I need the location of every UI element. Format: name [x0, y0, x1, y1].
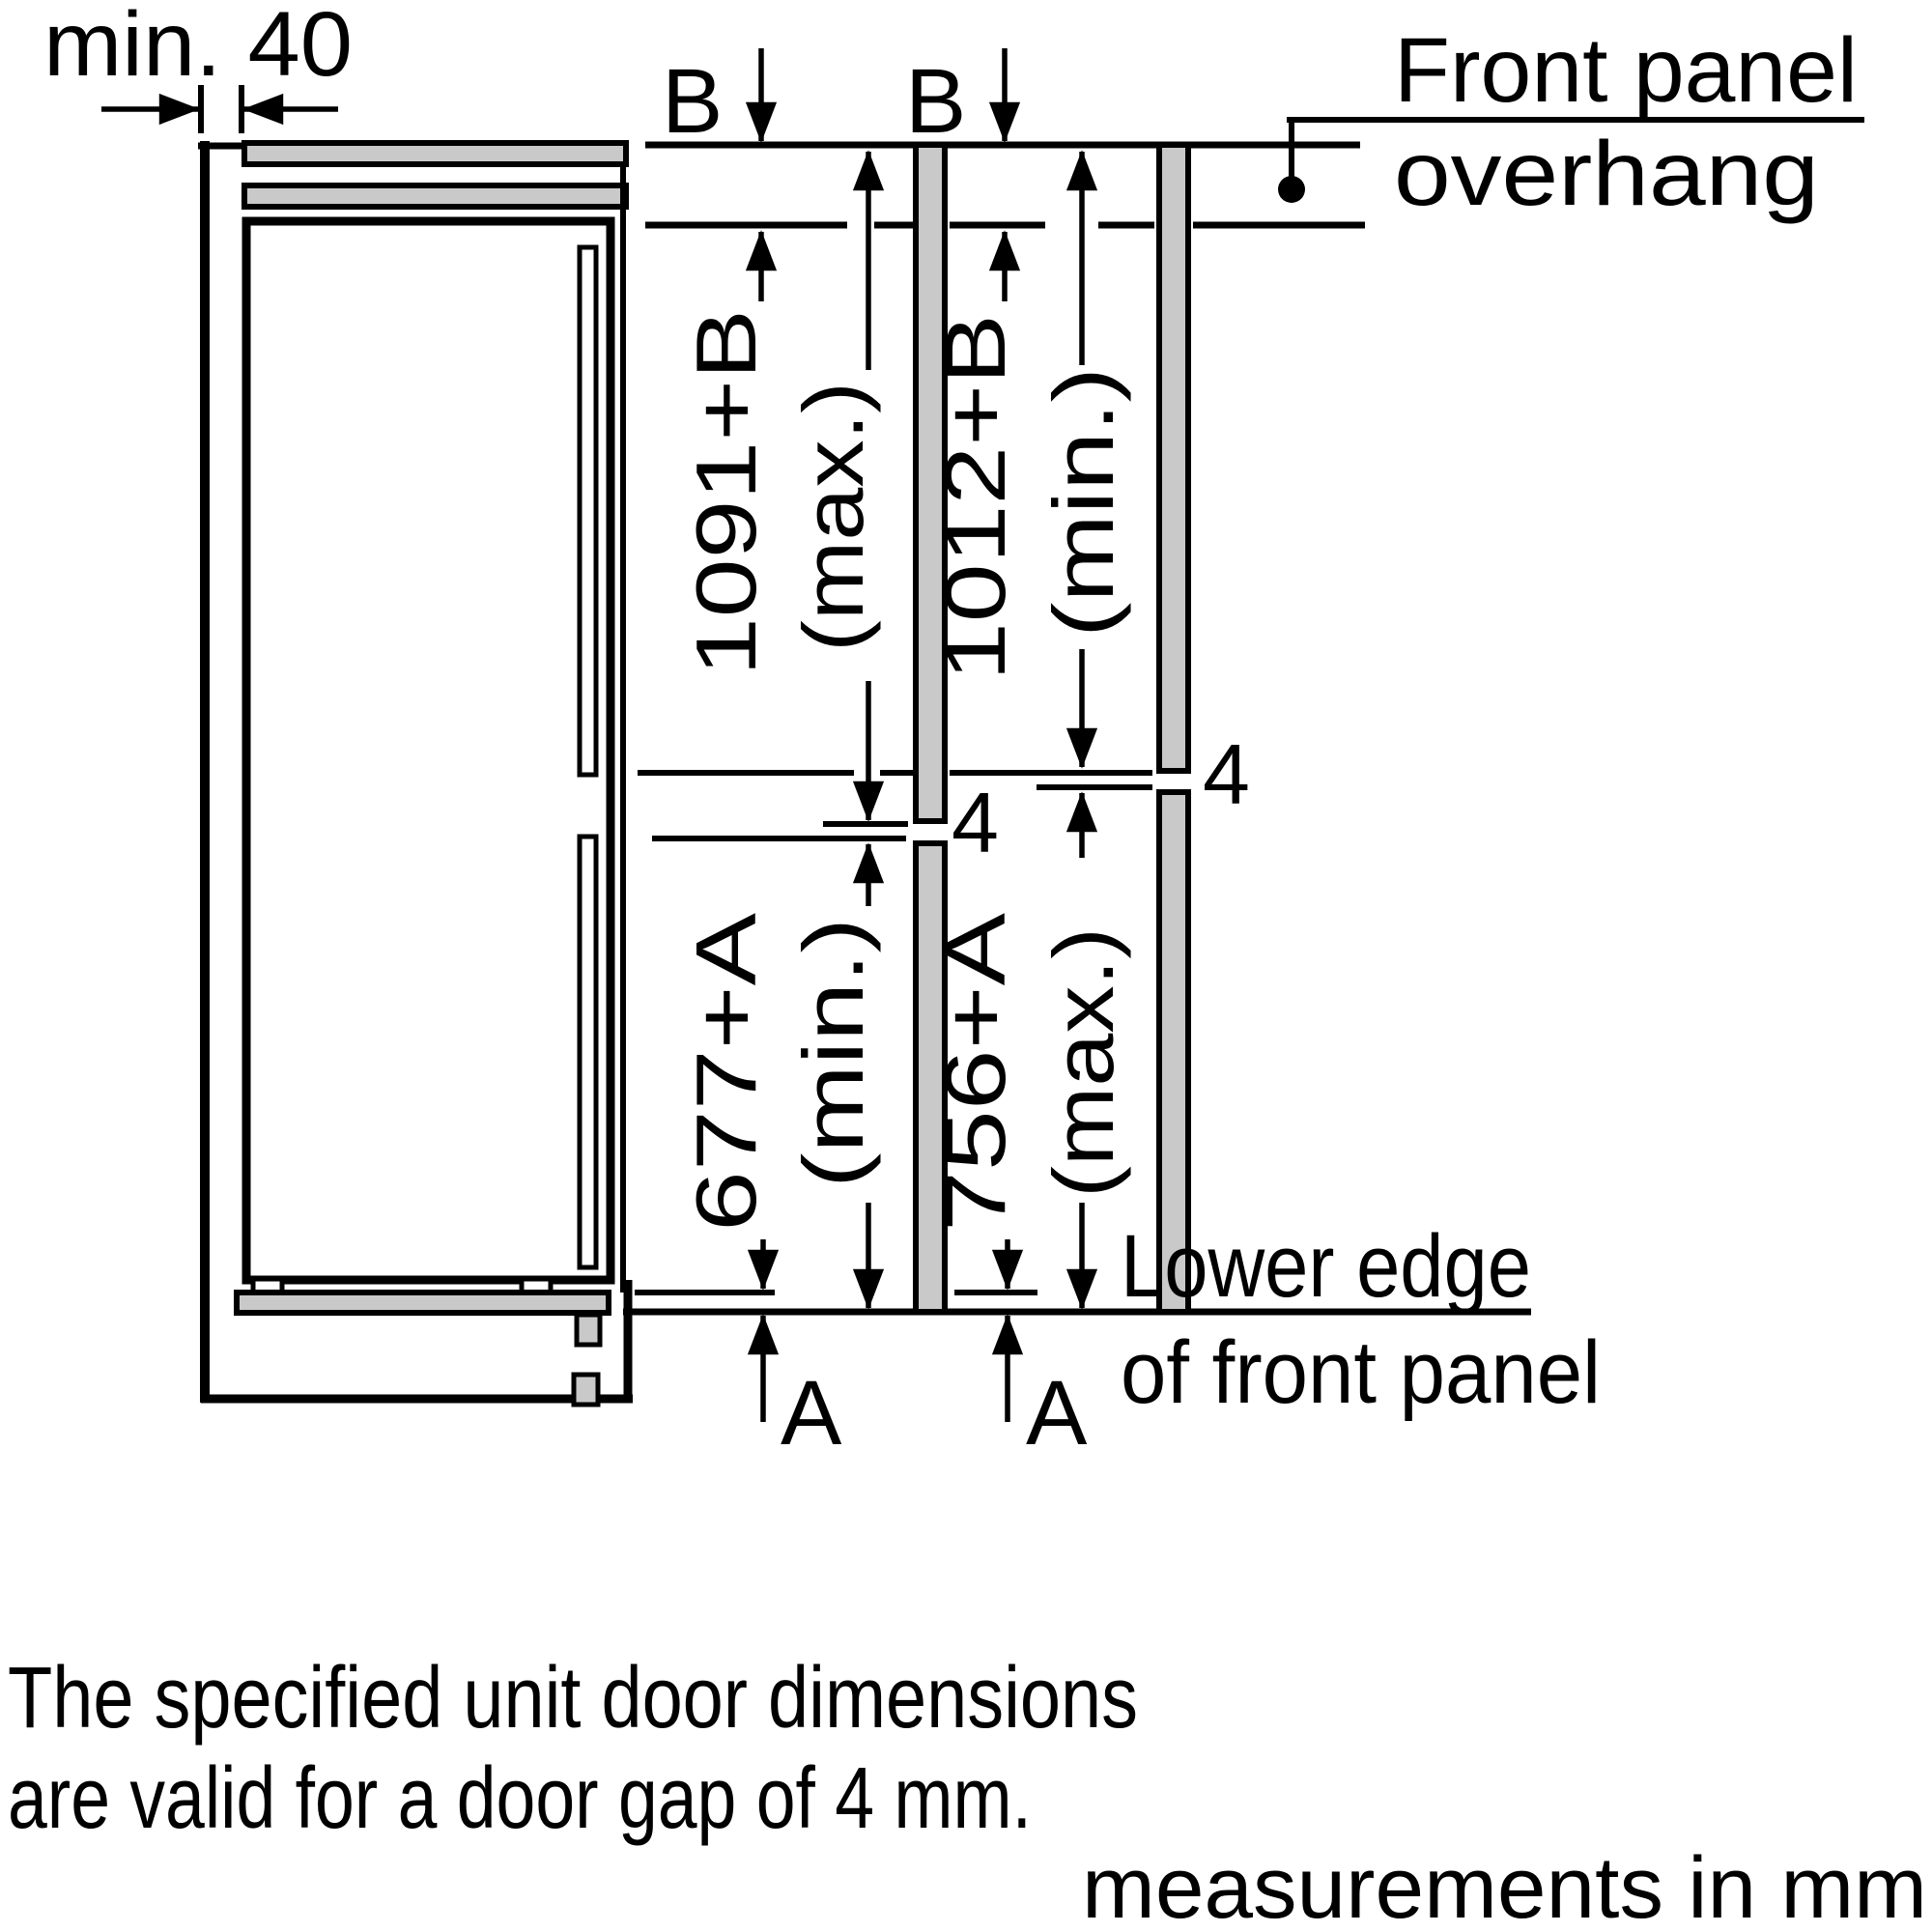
col1-upper-limit: (max.)	[785, 382, 881, 652]
panel-right-lower	[1156, 789, 1191, 1315]
lower-edge-label-line2: of front panel	[1121, 1323, 1601, 1422]
b-label-left: B	[662, 50, 723, 153]
gap-label-right: 4	[1203, 726, 1250, 822]
overhang-label-line2: overhang	[1394, 123, 1819, 225]
top-strip-1	[242, 140, 629, 167]
split-lines-right	[950, 770, 1152, 790]
plinth-panel	[234, 1290, 611, 1316]
door-hinge-upper	[577, 244, 599, 778]
cabinet-outline	[198, 141, 633, 1404]
lower-edge-label-line1: Lower edge	[1121, 1217, 1531, 1316]
gap-label-left: 4	[952, 775, 999, 870]
col2-upper-limit: (min.)	[1036, 367, 1131, 638]
dimension-arrows	[101, 48, 1098, 1422]
min40-ticks	[198, 85, 244, 133]
note-line1: The specified unit door dimensions	[8, 1650, 1138, 1747]
panel-left-upper	[913, 142, 948, 824]
col1-upper-dimension: 1091+B	[678, 309, 774, 676]
door-hinge-lower	[577, 834, 599, 1270]
appliance-cabinet	[242, 216, 615, 1285]
col2-lower-limit: (max.)	[1036, 927, 1131, 1198]
note-line2: are valid for a door gap of 4 mm.	[8, 1750, 1032, 1847]
overhang-label-line1: Front panel	[1394, 19, 1858, 122]
col1-lower-dimension: 677+A	[678, 913, 774, 1232]
panel-left-lower	[913, 840, 948, 1315]
col2-lower-dimension: 756+A	[927, 913, 1023, 1232]
b-label-right: B	[905, 50, 966, 153]
col1-lower-limit: (min.)	[785, 918, 881, 1188]
a-label-right: A	[1026, 1362, 1088, 1464]
overhang-leader	[1278, 117, 1864, 203]
a-label-left: A	[781, 1362, 842, 1464]
foot-upper	[574, 1312, 603, 1348]
appliance-body	[234, 140, 633, 1407]
foot-lower	[571, 1372, 601, 1407]
split-lines-left	[638, 770, 913, 841]
units-note: measurements in mm	[1082, 1840, 1927, 1932]
leader-dot	[1278, 176, 1305, 203]
top-strip-2	[242, 183, 629, 210]
front-panels	[913, 142, 1191, 1315]
min-clearance-label: min. 40	[43, 0, 353, 96]
col2-upper-dimension: 1012+B	[927, 314, 1023, 681]
panel-right-upper	[1156, 142, 1191, 774]
reference-lines	[198, 85, 1531, 1316]
